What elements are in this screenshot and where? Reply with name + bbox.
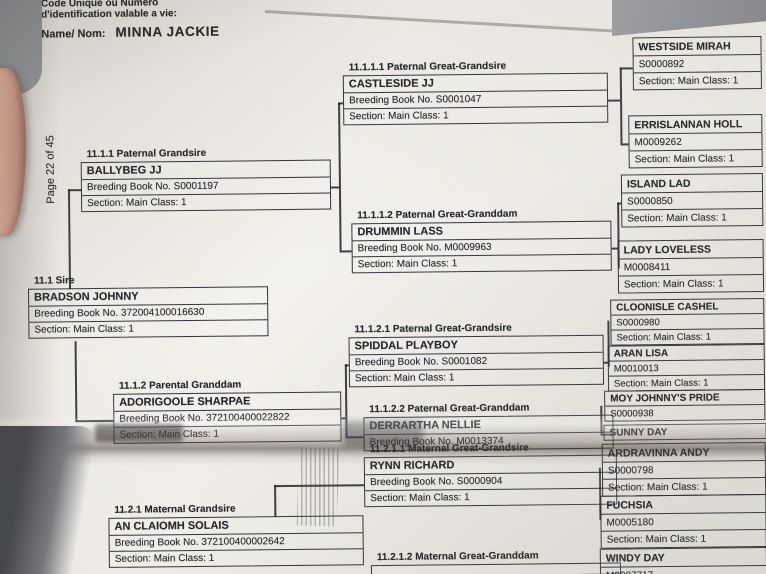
node-box: RYNN RICHARD Breeding Book No. S0000904 …	[363, 454, 618, 508]
node-title: 11.1 Sire	[33, 275, 75, 287]
node-title: 11.1.2.1 Paternal Great-Grandsire	[354, 322, 512, 336]
animal-name: MINNA JACKIE	[115, 23, 220, 40]
horse-name: ARDRAVINNA ANDY	[607, 446, 710, 460]
connector-line	[338, 102, 342, 251]
section-class: Section: Main Class: 1	[611, 328, 764, 345]
node-paternal-great-granddam-1: 11.1.1.2 Paternal Great-Granddam DRUMMIN…	[351, 208, 612, 274]
section-class: Section: Main Class: 1	[365, 487, 617, 507]
book-number: M0005180	[601, 512, 766, 531]
section-class: Section: Main Class: 1	[633, 71, 761, 90]
section-class: Section: Main Class: 1	[352, 253, 611, 273]
book-number: M0009262	[629, 132, 762, 151]
node-island-lad: ISLAND LAD S0000850 Section: Main Class:…	[620, 173, 764, 228]
node-sire: 11.1 Sire BRADSON JOHNNY Breeding Book N…	[27, 273, 269, 339]
connector-line	[339, 250, 352, 253]
node-box: BRADSON JOHNNY Breeding Book No. 3720041…	[27, 286, 269, 339]
section-class: Section: Main Class: 1	[618, 274, 764, 293]
node-aran-lisa: ARAN LISA M0010013 Section: Main Class: …	[607, 344, 766, 392]
connector-line	[619, 67, 623, 144]
node-box: DRUMMIN LASS Breeding Book No. M0009963 …	[351, 220, 612, 274]
section-class: Section: Main Class: 1	[109, 548, 363, 567]
connector-line	[67, 189, 81, 191]
section-class: Section: Main Class: 1	[622, 208, 763, 227]
horse-name: ERRISLANNAN HOLL	[634, 117, 743, 131]
book-number: M0008411	[618, 257, 763, 276]
fold-shadow-smudge	[343, 421, 423, 446]
book-number: M0010013	[608, 359, 764, 376]
book-number: S0000798	[602, 460, 766, 479]
node-maternal-great-granddam: 11.2.1.2 Maternal Great-Granddam	[370, 550, 622, 574]
node-ardravinna-andy: ARDRAVINNA ANDY S0000798 Section: Main C…	[601, 442, 766, 497]
node-cloonisle-cashel: CLOONISLE CASHEL S0000980 Section: Main …	[610, 298, 765, 346]
horse-name: SUNNY DAY	[609, 426, 668, 439]
node-maternal-great-grandsire-1: 11.2.1.1 Maternal Great-Grandsire RYNN R…	[363, 442, 618, 508]
connector-line	[608, 99, 621, 102]
node-title: 11.1.2 Parental Granddam	[118, 379, 242, 392]
horse-name: ISLAND LAD	[626, 177, 691, 190]
connector-line	[74, 341, 77, 422]
section-class: Section: Main Class: 1	[603, 477, 766, 496]
fold-shadow-smudge	[95, 424, 183, 442]
animal-name-line: Name/ Nom: MINNA JACKIE	[41, 24, 220, 41]
section-class: Section: Main Class: 1	[629, 149, 762, 168]
node-box	[370, 562, 622, 574]
node-lady-loveless: LADY LOVELESS M0008411 Section: Main Cla…	[617, 239, 765, 294]
node-box: SPIDDAL PLAYBOY Breeding Book No. S00010…	[348, 334, 605, 388]
horse-name: FUCHSIA	[606, 498, 654, 512]
horse-name: WESTSIDE MIRAH	[638, 39, 731, 53]
node-title: 11.1.1 Paternal Grandsire	[86, 147, 207, 161]
node-fuchsia: FUCHSIA M0005180 Section: Main Class: 1	[600, 493, 766, 549]
book-number: S0000980	[611, 313, 764, 330]
book-number: M0007717	[600, 565, 766, 574]
section-class: Section: Main Class: 1	[608, 374, 765, 391]
node-sunny-day: SUNNY DAY	[603, 422, 766, 441]
node-title: 11.1.2.2 Paternal Great-Granddam	[369, 402, 530, 416]
node-moy-johnnys-pride: MOY JOHNNY'S PRIDE S0000938	[604, 389, 766, 422]
book-number: S0000892	[633, 54, 761, 73]
document-header: Code Unique ou Numéro d'identification v…	[41, 0, 220, 41]
node-paternal-great-grandsire-2: 11.1.2.1 Paternal Great-Grandsire SPIDDA…	[348, 322, 605, 388]
section-class: Section: Main Class: 1	[29, 319, 268, 338]
section-class: Section: Main Class: 1	[349, 367, 604, 387]
name-label: Name/ Nom:	[41, 27, 106, 41]
node-box: CASTLESIDE JJ Breeding Book No. S0001047…	[342, 72, 609, 126]
code-label-line2: d'identification valable a vie:	[41, 8, 177, 21]
node-windy-day: WINDY DAY M0007717	[599, 546, 766, 574]
node-paternal-great-grandsire-1: 11.1.1.1 Paternal Great-Grandsire CASTLE…	[342, 60, 609, 126]
node-title: 11.1.1.1 Paternal Great-Grandsire	[348, 60, 507, 74]
section-class: Section: Main Class: 1	[344, 105, 608, 125]
section-class: Section: Main Class: 1	[601, 529, 766, 548]
page-number: Page 22 of 45	[44, 135, 58, 204]
node-paternal-grandsire: 11.1.1 Paternal Grandsire BALLYBEG JJ Br…	[80, 147, 332, 213]
node-westside-mirah: WESTSIDE MIRAH S0000892 Section: Main Cl…	[632, 36, 762, 91]
connector-line	[330, 186, 339, 189]
connector-line	[619, 67, 633, 70]
background-corner-bottom-left	[0, 426, 100, 574]
horse-name: WINDY DAY	[605, 551, 665, 565]
node-box: BALLYBEG JJ Breeding Book No. S0001197 S…	[80, 159, 332, 213]
section-class: Section: Main Class: 1	[82, 192, 331, 212]
horse-name: LADY LOVELESS	[623, 243, 712, 256]
connector-line	[620, 143, 629, 146]
print-streaks	[296, 447, 340, 527]
node-title: 11.1.1.2 Paternal Great-Granddam	[357, 208, 518, 222]
book-number: S0000850	[622, 191, 763, 210]
book-number: S0000938	[605, 404, 765, 421]
connector-line	[75, 419, 114, 422]
node-errislannan: ERRISLANNAN HOLL M0009262 Section: Main …	[628, 114, 763, 169]
node-title: 11.2.1.2 Maternal Great-Granddam	[376, 550, 539, 564]
